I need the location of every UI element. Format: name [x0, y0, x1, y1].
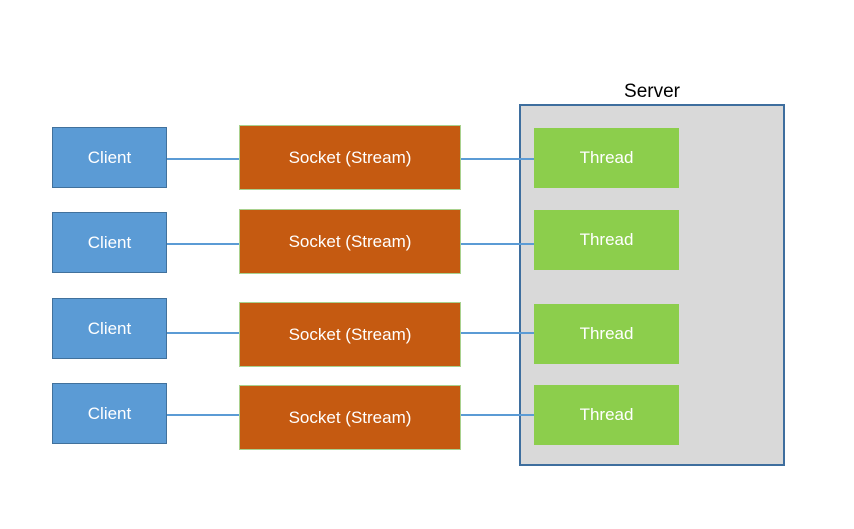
- connector-socket-thread-1: [461, 158, 534, 160]
- client-node-4[interactable]: Client: [52, 383, 167, 444]
- socket-node-4[interactable]: Socket (Stream): [239, 385, 461, 450]
- connector-socket-thread-3: [461, 332, 534, 334]
- socket-node-2[interactable]: Socket (Stream): [239, 209, 461, 274]
- client-node-2[interactable]: Client: [52, 212, 167, 273]
- connector-socket-thread-2: [461, 243, 534, 245]
- thread-node-3[interactable]: Thread: [534, 304, 679, 364]
- connector-client-socket-1: [167, 158, 239, 160]
- connector-client-socket-4: [167, 414, 239, 416]
- client-node-1[interactable]: Client: [52, 127, 167, 188]
- client-node-3[interactable]: Client: [52, 298, 167, 359]
- connector-client-socket-2: [167, 243, 239, 245]
- connector-socket-thread-4: [461, 414, 534, 416]
- thread-node-4[interactable]: Thread: [534, 385, 679, 445]
- thread-node-2[interactable]: Thread: [534, 210, 679, 270]
- socket-node-3[interactable]: Socket (Stream): [239, 302, 461, 367]
- socket-node-1[interactable]: Socket (Stream): [239, 125, 461, 190]
- server-label: Server: [624, 81, 680, 102]
- thread-node-1[interactable]: Thread: [534, 128, 679, 188]
- connector-client-socket-3: [167, 332, 239, 334]
